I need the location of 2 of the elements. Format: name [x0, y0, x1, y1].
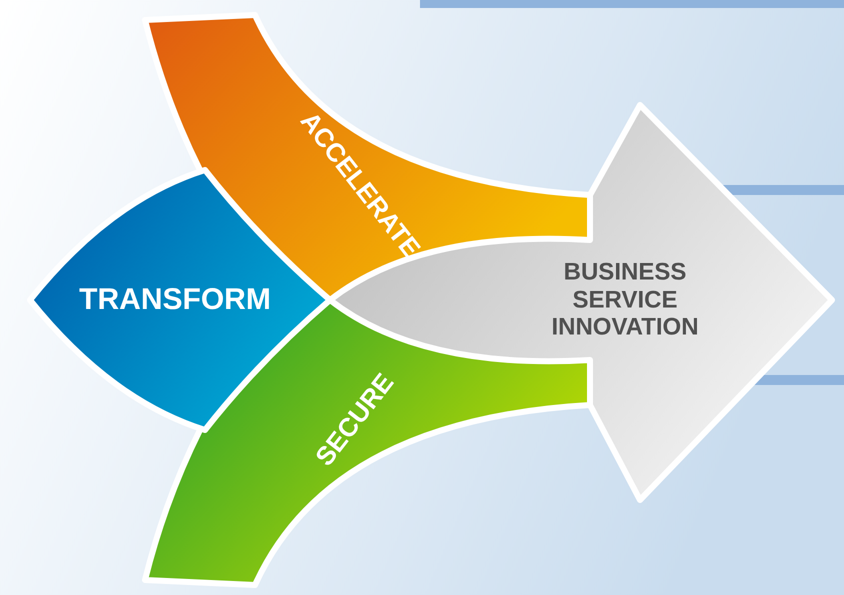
shape-label: BUSINESS SERVICE INNOVATION [550, 258, 700, 342]
shape-label: TRANSFORM [79, 282, 271, 318]
